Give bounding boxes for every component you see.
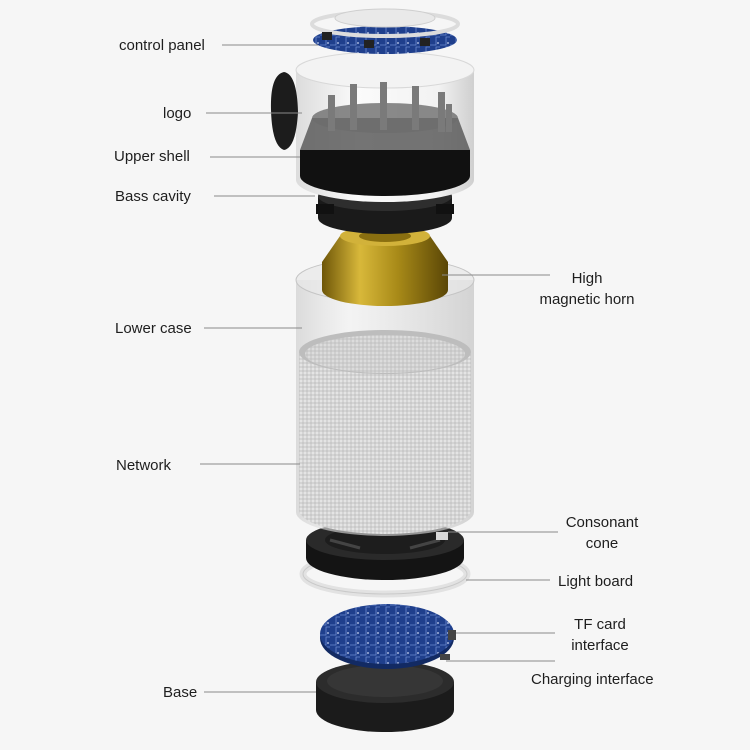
logo-part	[270, 72, 298, 150]
label-high-magnetic-horn: High magnetic horn	[528, 268, 646, 310]
label-tf-card-line-2: interface	[571, 637, 629, 654]
label-high-magnetic-horn-line-1: High	[571, 270, 603, 287]
base-part	[316, 661, 454, 732]
label-network: Network	[116, 457, 172, 474]
label-upper-shell: Upper shell	[114, 148, 190, 165]
label-consonant-cone-line-2: cone	[585, 535, 619, 552]
label-high-magnetic-horn-line-2: magnetic horn	[539, 291, 635, 308]
label-tf-card-line-1: TF card	[574, 616, 626, 633]
leader-lines	[200, 44, 558, 693]
pcb-board-part	[320, 604, 456, 669]
high-magnetic-horn-part	[322, 226, 448, 306]
label-base: Base	[163, 684, 198, 701]
label-logo: logo	[163, 105, 192, 122]
label-lower-case: Lower case	[115, 320, 192, 337]
label-charging-interface: Charging interface	[531, 671, 654, 688]
label-tf-card-interface: TF card interface	[560, 614, 640, 656]
label-bass-cavity: Bass cavity	[115, 188, 191, 205]
label-light-board: Light board	[558, 573, 634, 590]
upper-shell-part	[295, 51, 475, 202]
network-fabric-part	[299, 330, 471, 534]
label-control-panel: control panel	[119, 37, 205, 54]
label-consonant-cone: Consonant cone	[556, 512, 648, 554]
label-consonant-cone-line-1: Consonant	[565, 514, 639, 531]
control-panel-part	[310, 8, 460, 54]
